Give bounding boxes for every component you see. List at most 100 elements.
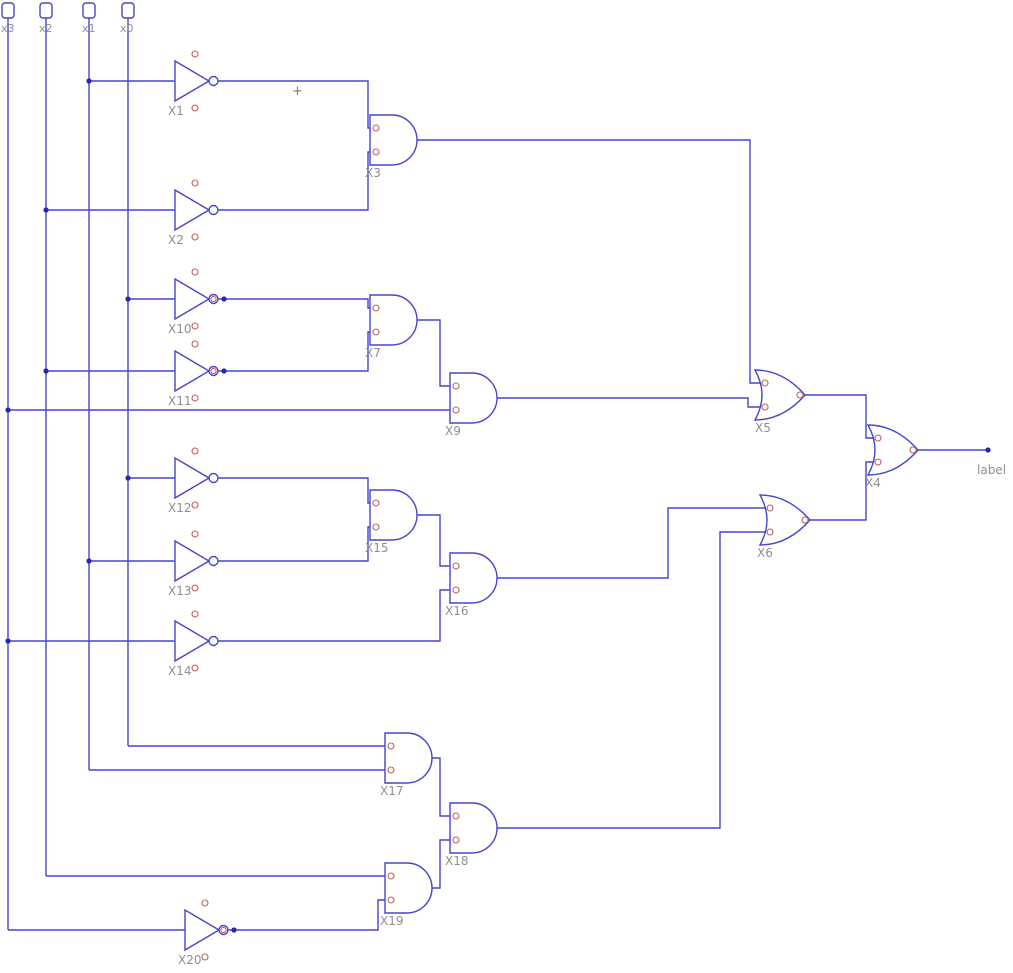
gate-label: X11	[168, 394, 192, 408]
and-gate-body[interactable]	[369, 294, 418, 346]
gate-X3[interactable]: X3	[365, 114, 418, 180]
or-gate-body[interactable]	[867, 424, 919, 476]
gate-X19[interactable]: X19	[380, 862, 433, 928]
wire-x1-to-x3[interactable]	[218, 80, 370, 129]
gate-label: X2	[168, 233, 184, 247]
gate-label: X18	[445, 854, 469, 868]
not-gate-body[interactable]	[174, 179, 219, 241]
input-pin-box[interactable]	[82, 2, 96, 19]
input-pin-label: x3	[1, 22, 15, 35]
gate-X5[interactable]: X5	[754, 369, 806, 435]
junctions	[5, 78, 991, 644]
not-gate-body[interactable]	[174, 447, 219, 509]
wire-x3-to-x5[interactable]	[417, 139, 762, 384]
and-gate-body[interactable]	[449, 552, 498, 604]
gate-X18[interactable]: X18	[445, 802, 498, 868]
gate-label: X1	[168, 104, 184, 118]
wire-x2-to-x3[interactable]	[218, 151, 370, 211]
gate-X20[interactable]: X20	[178, 900, 237, 967]
gate-label: X15	[365, 541, 389, 555]
input-pin-box[interactable]	[39, 2, 53, 19]
and-gate-body[interactable]	[369, 489, 418, 541]
gate-label: X20	[178, 953, 202, 967]
input-pin-x3[interactable]: x3	[1, 2, 15, 35]
junction-dot	[125, 296, 131, 302]
gate-label: X4	[865, 476, 881, 490]
wires	[7, 18, 988, 931]
wire-x15-to-x16[interactable]	[417, 514, 450, 567]
gate-label: X3	[365, 166, 381, 180]
not-gate-body[interactable]	[174, 50, 219, 112]
or-gate-body[interactable]	[759, 494, 811, 546]
gate-label: X19	[380, 914, 404, 928]
output-label[interactable]: label	[977, 463, 1006, 477]
wire-net-x2[interactable]	[45, 18, 385, 877]
gate-label: X14	[168, 664, 192, 678]
wire-x7-to-x9[interactable]	[417, 319, 450, 387]
wire-x10-to-x7[interactable]	[218, 298, 370, 309]
gate-X16[interactable]: X16	[445, 552, 498, 618]
gate-label: X7	[365, 346, 381, 360]
input-pin-label: x2	[39, 22, 53, 35]
wire-end-dot	[985, 447, 991, 453]
wire-x18-to-x6[interactable]	[497, 531, 767, 829]
gate-label: X5	[755, 421, 771, 435]
gate-X1[interactable]: X1	[168, 50, 219, 118]
input-pin-x0[interactable]: x0	[120, 2, 135, 35]
wire-x11-to-x7[interactable]	[218, 331, 370, 372]
wire-x14-to-x16[interactable]	[218, 589, 450, 642]
gate-label: X16	[445, 604, 469, 618]
input-pin-x2[interactable]: x2	[39, 2, 53, 35]
and-gate-body[interactable]	[369, 114, 418, 166]
junction-dot	[43, 368, 49, 374]
wire-x19-to-x18[interactable]	[432, 839, 450, 889]
input-pin-box[interactable]	[1, 2, 15, 19]
input-pin-box[interactable]	[121, 2, 135, 19]
gate-X11[interactable]: X11	[168, 341, 227, 408]
input-pin-x1[interactable]: x1	[82, 2, 96, 35]
not-gate-body[interactable]	[174, 530, 219, 592]
wire-x5-to-x4[interactable]	[805, 394, 875, 439]
wire-net-x1[interactable]	[88, 18, 385, 771]
gate-X12[interactable]: X12	[168, 447, 219, 515]
gate-X2[interactable]: X2	[168, 179, 219, 247]
and-gate-body[interactable]	[449, 372, 498, 424]
input-pin-label: x0	[120, 22, 134, 35]
gate-X7[interactable]: X7	[365, 294, 418, 360]
gate-X15[interactable]: X15	[365, 489, 418, 555]
wire-net-x0[interactable]	[127, 18, 385, 747]
or-gate-body[interactable]	[754, 369, 806, 421]
wire-x17-to-x18[interactable]	[432, 757, 450, 817]
wire-x13-to-x15[interactable]	[218, 526, 370, 562]
and-gate-body[interactable]	[449, 802, 498, 854]
and-gate-body[interactable]	[384, 732, 433, 784]
gate-X9[interactable]: X9	[445, 372, 498, 438]
junction-dot	[86, 78, 92, 84]
not-gate-body[interactable]	[174, 610, 219, 672]
gate-label: X12	[168, 501, 192, 515]
gate-X10[interactable]: X10	[168, 269, 227, 336]
and-gate-body[interactable]	[384, 862, 433, 914]
junction-dot	[125, 475, 131, 481]
gate-X14[interactable]: X14	[168, 610, 219, 678]
wire-x6-to-x4[interactable]	[810, 461, 875, 521]
gate-X13[interactable]: X13	[168, 530, 219, 598]
wire-x12-to-x15[interactable]	[218, 477, 370, 504]
gate-X6[interactable]: X6	[757, 494, 811, 560]
gate-label: X9	[445, 424, 461, 438]
junction-dot	[43, 207, 49, 213]
wire-x20-to-x19[interactable]	[228, 899, 385, 931]
gate-X17[interactable]: X17	[380, 732, 433, 798]
junction-dot	[5, 407, 11, 413]
gate-label: X13	[168, 584, 192, 598]
gate-label: X10	[168, 322, 192, 336]
gate-X4[interactable]: X4	[865, 424, 919, 490]
junction-dot	[86, 558, 92, 564]
wire-net-x3[interactable]	[7, 18, 450, 931]
wire-x9-to-x5[interactable]	[497, 397, 762, 408]
input-pin-label: x1	[82, 22, 96, 35]
wire-x16-to-x6[interactable]	[497, 507, 767, 579]
gate-label: X6	[757, 546, 773, 560]
